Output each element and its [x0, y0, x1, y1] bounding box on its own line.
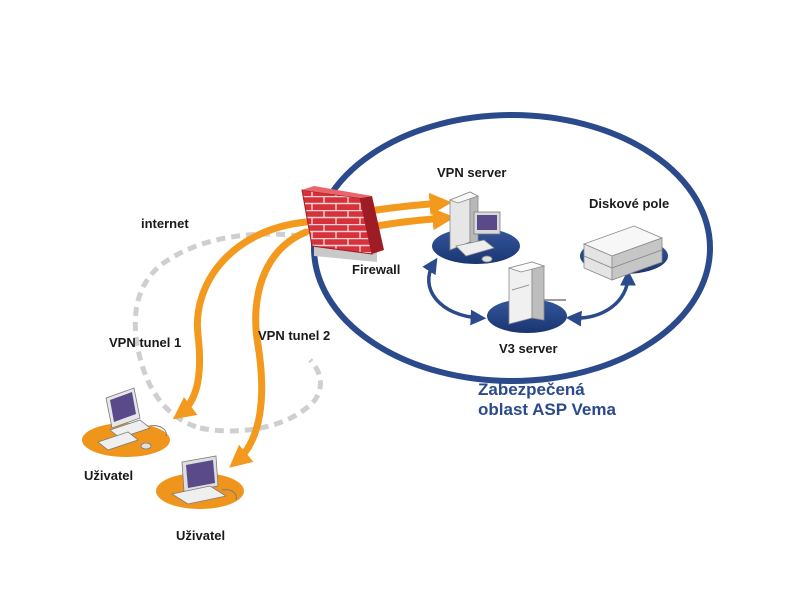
- internet-label: internet: [141, 216, 189, 231]
- link-vpn-v3: [422, 257, 487, 326]
- link-v3-disk: [565, 269, 636, 327]
- secure-zone-label-line-1: Zabezpečená: [478, 380, 585, 399]
- disk-array-label: Diskové pole: [589, 196, 670, 211]
- user-2-label: Uživatel: [176, 528, 226, 543]
- tunnel-2-inner: [368, 207, 455, 231]
- vpn-tunnel-2-label: VPN tunel 2: [258, 328, 331, 343]
- vpn-tunnel-1-label: VPN tunel 1: [109, 335, 182, 350]
- vpn-server-label: VPN server: [437, 165, 507, 180]
- internet-cloud: [132, 231, 323, 434]
- laptop-icon: [170, 455, 237, 505]
- user-1-label: Uživatel: [84, 468, 134, 483]
- tunnel-2-outer: [229, 228, 310, 468]
- secure-zone-label: Zabezpečená oblast ASP Vema: [478, 380, 616, 420]
- vpn-tunnels: [172, 192, 455, 468]
- firewall-icon: [301, 186, 384, 262]
- vpn-server-icon: [448, 191, 501, 263]
- desktop-computer-icon: [97, 387, 167, 451]
- disk-array-icon: [582, 225, 664, 281]
- secure-zone-label-line-2: oblast ASP Vema: [478, 400, 616, 419]
- v3-server-icon: [507, 261, 566, 325]
- tunnel-1-inner: [366, 192, 452, 216]
- firewall-label: Firewall: [352, 262, 401, 277]
- v3-server-label: V3 server: [499, 341, 558, 356]
- tunnel-1-outer: [172, 218, 310, 420]
